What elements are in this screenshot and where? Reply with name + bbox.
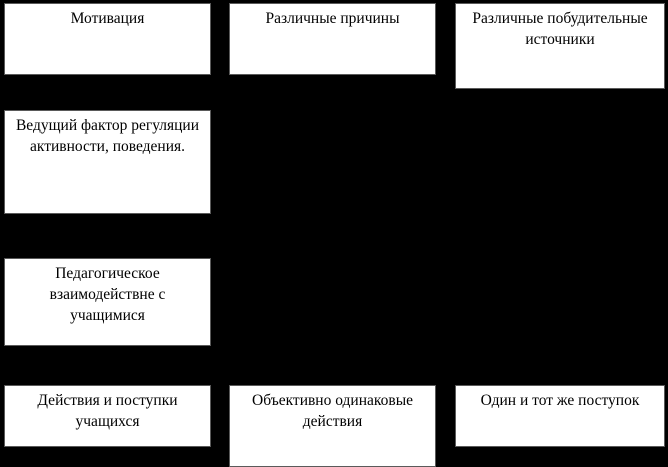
diagram-box-label: Один и тот же поступок: [480, 392, 640, 409]
diagram-box-label: Ведущий фактор регуляции активности, пов…: [15, 117, 200, 155]
diagram-box-label: Различные побудительные источники: [472, 10, 648, 48]
diagram-box-motivation: Мотивация: [4, 3, 211, 75]
diagram-box-same-deed: Один и тот же поступок: [455, 385, 665, 447]
diagram-box-objectively-same: Объективно одинаковые действия: [229, 385, 436, 467]
diagram-box-various-sources: Различные побудительные источники: [455, 3, 665, 89]
diagram-box-label: Педагогическое взаимодействне с учащимис…: [49, 265, 166, 324]
diagram-box-various-causes: Различные причины: [229, 3, 436, 75]
diagram-box-label: Мотивация: [70, 10, 145, 27]
diagram-box-label: Действия и поступки учащихся: [37, 392, 178, 430]
diagram-box-label: Объективно одинаковые действия: [252, 392, 413, 430]
diagram-box-leading-factor: Ведущий фактор регуляции активности, пов…: [4, 110, 211, 214]
diagram-box-label: Различные причины: [265, 10, 400, 27]
diagram-box-actions-deeds: Действия и поступки учащихся: [4, 385, 211, 447]
diagram-box-pedagogical-interaction: Педагогическое взаимодействне с учащимис…: [4, 258, 211, 346]
